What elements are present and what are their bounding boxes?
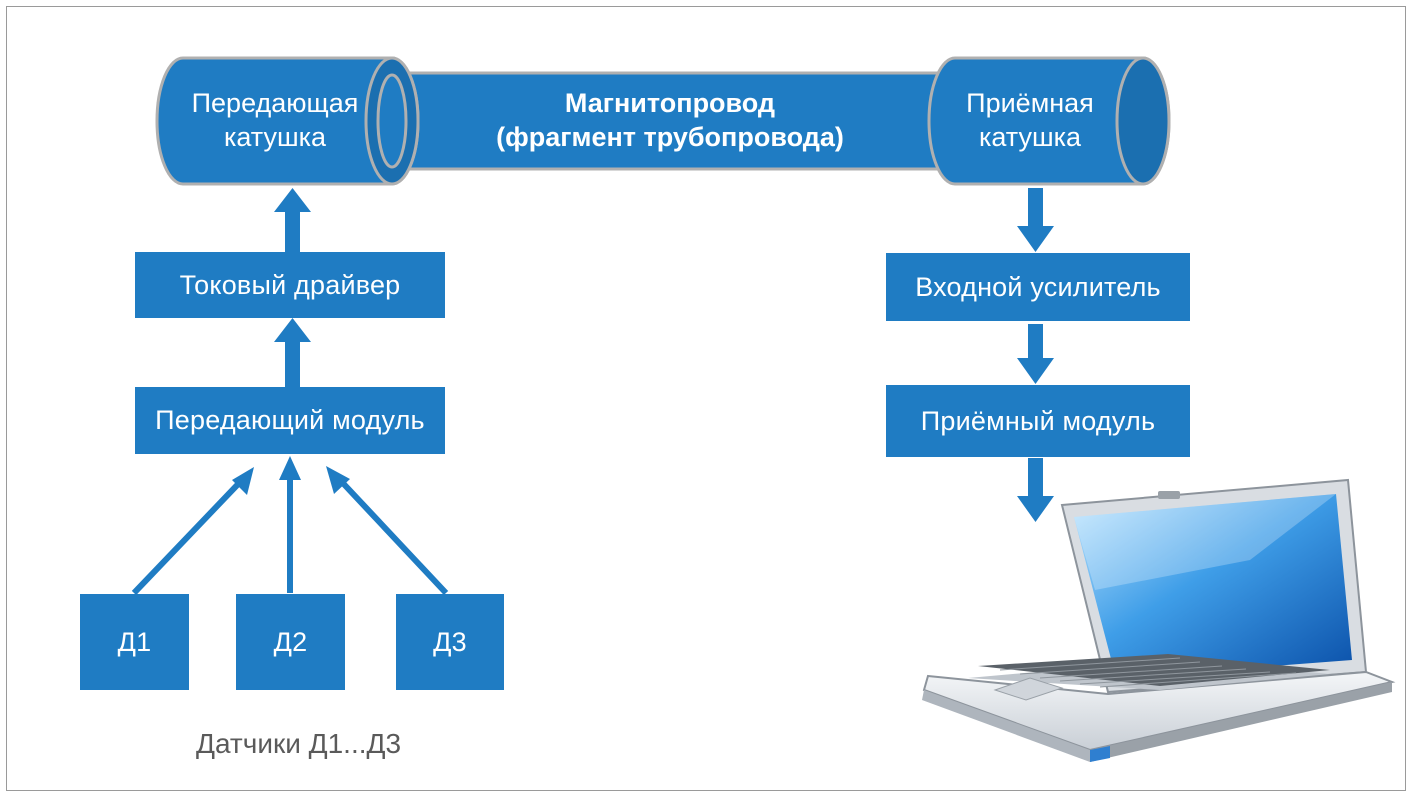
arrow-coil-to-amp [1017, 188, 1054, 252]
sensor-d2: Д2 [236, 594, 345, 690]
pipe-cylinder [376, 71, 962, 171]
rx-coil-line2: катушка [978, 122, 1082, 152]
input-amp-block: Входной усилитель [886, 253, 1190, 321]
pipe-label: Магнитопровод (фрагмент трубопровода) [430, 86, 910, 154]
laptop-icon [922, 478, 1396, 762]
rx-coil-label: Приёмная катушка [930, 86, 1130, 154]
arrow-module-to-driver [274, 318, 311, 388]
sensors-caption: Датчики Д1...Д3 [196, 728, 402, 759]
arrow-driver-to-coil [274, 188, 311, 254]
rx-module-block: Приёмный модуль [886, 385, 1190, 457]
tx-module-block: Передающий модуль [135, 387, 445, 454]
tx-coil-line1: Передающая [191, 88, 359, 118]
tx-coil-label: Передающая катушка [170, 86, 380, 154]
arrow-module-to-laptop [1017, 458, 1054, 522]
sensor-d3: Д3 [396, 594, 504, 690]
rx-coil-line1: Приёмная [966, 88, 1094, 118]
rx-coil-cylinder [927, 56, 1171, 186]
current-driver-block: Токовый драйвер [135, 252, 445, 318]
tx-coil-line2: катушка [223, 122, 327, 152]
arrow-sensor2-to-module [279, 456, 301, 593]
pipe-line1: Магнитопровод [564, 88, 776, 118]
arrow-amp-to-module [1017, 324, 1054, 384]
sensor-d1: Д1 [80, 594, 189, 690]
diagram-frame [6, 6, 1406, 791]
pipe-line2: (фрагмент трубопровода) [496, 122, 844, 152]
arrow-sensor1-to-module [131, 467, 254, 596]
arrow-sensor3-to-module [326, 466, 449, 596]
tx-coil-cylinder [155, 56, 420, 186]
